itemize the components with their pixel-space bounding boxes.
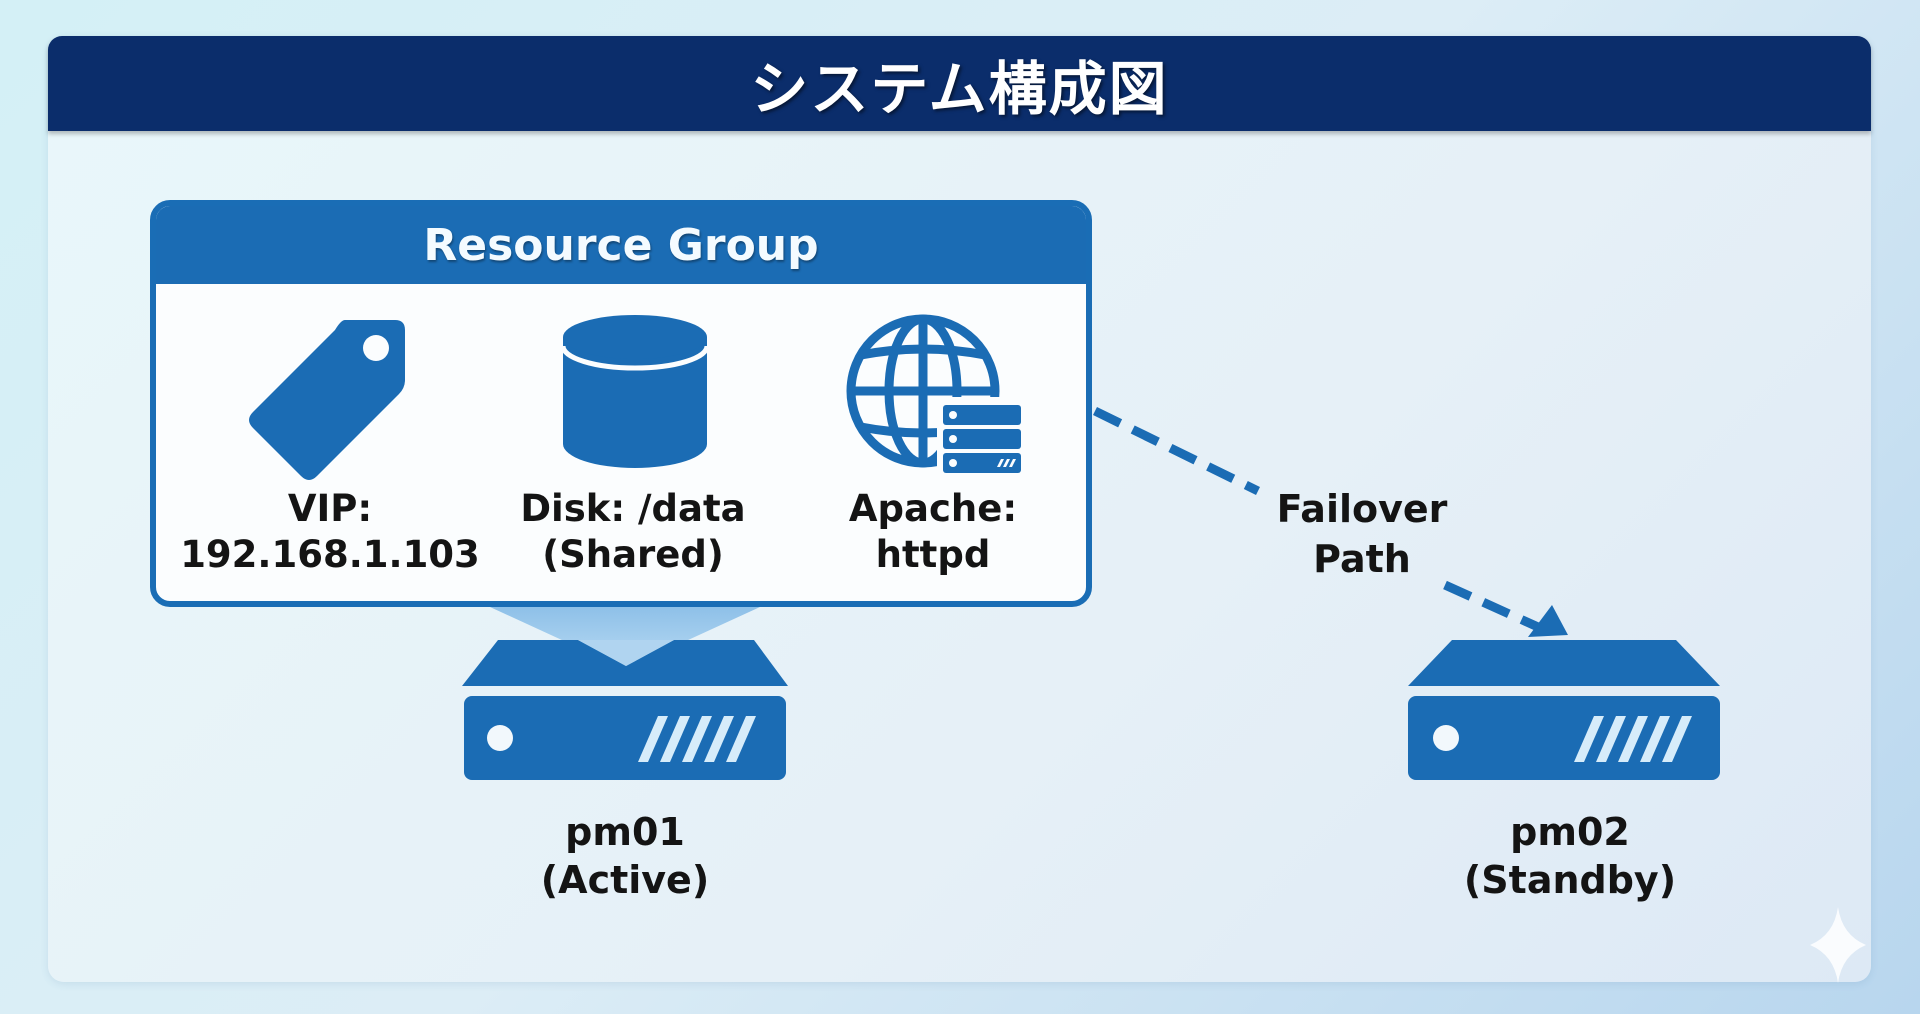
sparkle-icon	[1810, 907, 1866, 983]
disk-label-line2: (Shared)	[542, 533, 724, 576]
server-icon-pm01	[462, 640, 788, 780]
database-icon	[560, 315, 710, 468]
node-label-pm02: pm02 (Standby)	[1400, 808, 1740, 904]
vip-address: 192.168.1.103	[180, 533, 480, 576]
failover-line2: Path	[1313, 537, 1411, 581]
node-name: pm01	[565, 810, 685, 854]
failover-path-label: Failover Path	[1222, 484, 1502, 584]
failover-arrow	[1093, 406, 1568, 637]
tag-icon	[249, 320, 405, 480]
disk-label-line1: Disk: /data	[520, 487, 746, 530]
disk-label: Disk: /data (Shared)	[483, 486, 783, 578]
node-role: (Standby)	[1463, 858, 1677, 902]
vip-label: VIP: 192.168.1.103	[180, 486, 480, 578]
node-label-pm01: pm01 (Active)	[455, 808, 795, 904]
node-role: (Active)	[540, 858, 710, 902]
resource-group-header: Resource Group	[156, 206, 1086, 284]
assignment-funnel	[490, 607, 760, 669]
header-bar: システム構成図	[48, 36, 1871, 131]
apache-label-line2: httpd	[875, 533, 991, 576]
apache-label: Apache: httpd	[783, 486, 1083, 578]
apache-label-line1: Apache:	[848, 487, 1018, 530]
server-icon-pm02	[1408, 640, 1720, 780]
vip-label-line1: VIP:	[287, 487, 373, 530]
failover-line1: Failover	[1276, 487, 1448, 531]
web-server-icon	[846, 314, 1023, 475]
node-name: pm02	[1510, 810, 1630, 854]
resource-group-title: Resource Group	[423, 219, 819, 271]
page-title: システム構成図	[750, 54, 1169, 123]
